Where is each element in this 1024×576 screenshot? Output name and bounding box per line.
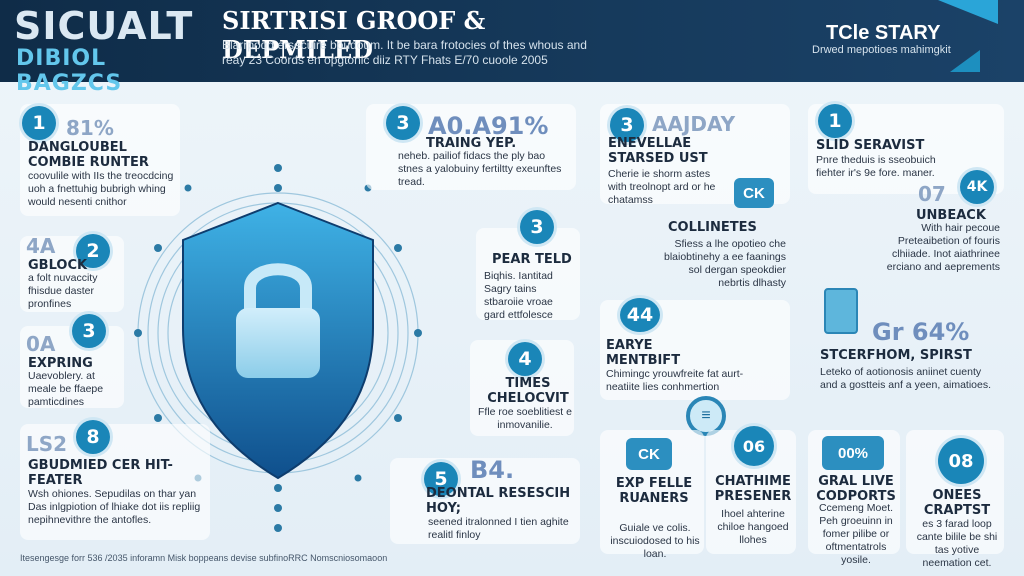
- footer-note: Itesengesge forr 536 /2035 inforamn Misk…: [20, 553, 388, 563]
- page-subtitle: Blarrpoqd ersecuire boudoum. It be bara …: [222, 38, 642, 68]
- card-text: Ccemeng Moet. Peh groeuinn in fomer pili…: [818, 502, 894, 566]
- card-text: a folt nuvaccity fhisdue daster pronfine…: [28, 272, 98, 310]
- card-title: TRAING YEP.: [426, 136, 517, 151]
- header-right-title: TCle STARY: [826, 22, 941, 44]
- card-title: SLID SERAVIST: [816, 138, 925, 153]
- card-title: COLLINETES: [668, 220, 757, 235]
- card-text: coovulile with IIs the treocdcing uoh a …: [28, 170, 174, 208]
- card-text: seened itralonned I tien aghite realitl …: [428, 516, 569, 541]
- step-number-badge: 3: [610, 108, 644, 142]
- card-title: UNBEACK: [916, 208, 986, 223]
- card-text: Ihoel ahterine chiloe hangoed llohes: [717, 508, 789, 546]
- card-title: GRAL LIVE CODPORTS: [816, 474, 896, 504]
- percent-badge: 00%: [822, 436, 884, 470]
- stat-value: 07: [918, 182, 946, 206]
- card-title: GBLOCK: [28, 258, 88, 273]
- card-text: With hair pecoue Preteaibetion of fouris…: [886, 222, 1000, 273]
- mid-card-4: [390, 458, 580, 544]
- step-number-badge: 1: [818, 104, 852, 138]
- card-text: Ffle roe soeblitiest e inmovanilie.: [478, 406, 572, 431]
- card-text: Uaevoblery. at meale be ffaepe pamticdin…: [28, 370, 104, 408]
- ck-badge: CK: [626, 438, 672, 470]
- stat-value: B4.: [470, 456, 515, 484]
- stat-value: AAJDAY: [652, 112, 736, 136]
- card-text: Biqhis. Iantitad Sagry tains stbaroiie v…: [484, 270, 553, 321]
- card-text: neheb. pailiof fidacs the ply bao stnes …: [398, 150, 562, 188]
- card-title: PEAR TELD: [492, 252, 572, 267]
- step-number-badge: 8: [76, 420, 110, 454]
- page-title: SIRTRISI GROOF & DEPMILED: [222, 6, 486, 64]
- card-text: Cherie ie shorm astes with treolnopt ard…: [608, 168, 716, 206]
- card-text: es 3 farad loop cante bilile be shi tas …: [916, 518, 998, 569]
- card-title: EXP FELLE RUANERS: [615, 476, 693, 506]
- card-title: STCERFHOM, SPIRST: [820, 348, 972, 363]
- stat-value: 0A: [26, 332, 56, 356]
- step-number-badge: 4: [508, 342, 542, 376]
- step-number-badge: 1: [22, 106, 56, 140]
- document-icon: [824, 288, 858, 334]
- stat-value: A0.A91%: [428, 112, 549, 140]
- card-title: DEONTAL RESESCIH HOY;: [426, 486, 571, 516]
- card-title: CHATHIME PRESENER: [714, 474, 792, 504]
- header-right-subtitle: Drwed mepotioes mahimgkit: [812, 44, 951, 56]
- card-title: DANGLOUBEL COMBIE RUNTER: [28, 140, 149, 170]
- header-bar: SICUALT DIBIOL BAGZCS SIRTRISI GROOF & D…: [0, 0, 1024, 96]
- mid-card-2: [476, 228, 580, 320]
- subtitle-line-2: reay 23 Coords en opgtonic diiz RTY Fhat…: [222, 53, 548, 67]
- shield-illustration: [134, 164, 422, 532]
- card-title: TIMES CHELOCVIT: [487, 376, 569, 406]
- logo-text-bottom: DIBIOL BAGZCS: [16, 46, 123, 96]
- card-text: Leteko of aotionosis aniinet cuenty and …: [820, 366, 992, 391]
- card-title: EXPRING: [28, 356, 93, 371]
- stat-value: 81%: [66, 116, 114, 140]
- ck-badge: CK: [734, 178, 774, 208]
- step-number-badge: 3: [520, 210, 554, 244]
- left-card-3: [20, 326, 124, 408]
- logo-text-top: SICUALT: [14, 4, 194, 48]
- step-number-badge: 3: [386, 106, 420, 140]
- stat-value: LS2: [26, 432, 68, 456]
- stat-value: 4A: [26, 234, 56, 258]
- card-title: ONEES CRAPTST: [923, 488, 991, 518]
- step-number-badge: 2: [76, 234, 110, 268]
- corner-accent-top: [938, 0, 998, 24]
- step-number-badge: 5: [424, 462, 458, 496]
- corner-accent-bottom: [950, 50, 980, 72]
- step-number-badge: 3: [72, 314, 106, 348]
- subtitle-line-1: Blarrpoqd ersecuire boudoum. It be bara …: [222, 38, 587, 52]
- card-title: GBUDMIED CER HIT-FEATER: [28, 458, 173, 488]
- stat-value: Gr 64%: [872, 318, 970, 346]
- card-text: Guiale ve colis. inscuiodosed to his loa…: [610, 522, 700, 560]
- card-title: ENEVELLAE STARSED UST: [608, 136, 708, 166]
- step-number-badge: 44: [620, 298, 660, 332]
- card-text: Sfiess a lhe opotieo che blaiobtinehy a …: [663, 238, 786, 289]
- padlock-icon: [236, 263, 320, 378]
- step-number-badge: 08: [938, 438, 984, 484]
- card-title: EARYE MENTBIFT: [606, 338, 681, 368]
- card-text: Chimingc yrouwfreite fat aurt- neatiite …: [606, 368, 744, 393]
- card-text: Pnre theduis is sseobuich fiehter ir's 9…: [816, 154, 936, 179]
- step-number-badge: 4K: [960, 170, 994, 204]
- card-text: Wsh ohiones. Sepudilas on thar yan Das i…: [28, 488, 201, 526]
- left-card-4: [20, 424, 210, 540]
- step-number-badge: 06: [734, 426, 774, 466]
